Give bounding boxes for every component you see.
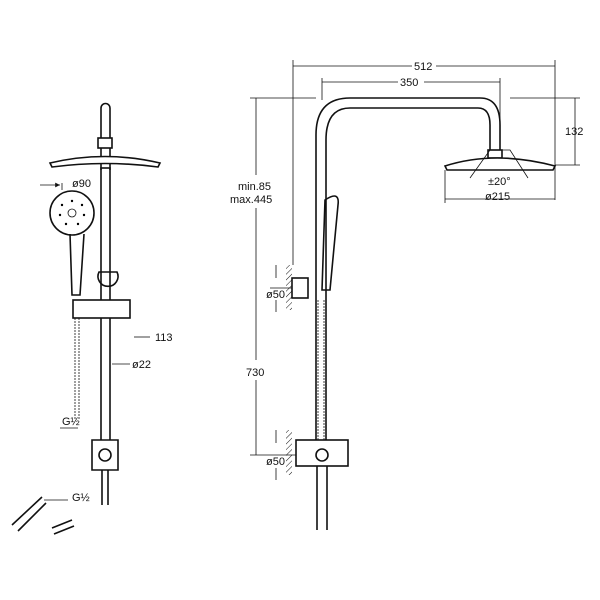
wall-hatch-bottom bbox=[286, 430, 292, 475]
dim-tilt: ±20° bbox=[488, 176, 511, 188]
overhead-arm bbox=[100, 102, 111, 170]
dim-adjust-max: max.445 bbox=[230, 194, 272, 206]
overhead-shower-side bbox=[443, 157, 557, 171]
shower-arm bbox=[315, 97, 501, 440]
dim-adjust-min: min.85 bbox=[238, 181, 271, 193]
dim-arm-reach: 350 bbox=[400, 77, 418, 89]
dim-head-diameter: ø215 bbox=[485, 191, 510, 203]
dim-pipe-diameter: ø22 bbox=[132, 359, 151, 371]
wall-hatch-top bbox=[286, 265, 292, 310]
slider bbox=[72, 299, 131, 319]
dim-bracket-diameter: ø50 bbox=[266, 289, 285, 301]
dim-valve-height: 730 bbox=[246, 367, 264, 379]
dim-offset: 113 bbox=[155, 332, 173, 344]
hose bbox=[74, 318, 80, 420]
inlet-hose-left bbox=[11, 496, 47, 532]
hand-shower-head bbox=[49, 190, 95, 236]
front-view: ø90 113 ø22 G½ G½ bbox=[11, 102, 173, 535]
dim-valve-diameter: ø50 bbox=[266, 456, 285, 468]
wall-bracket bbox=[291, 277, 309, 299]
dim-inlet-thread: G½ bbox=[72, 492, 90, 504]
dim-hose-thread: G½ bbox=[62, 416, 80, 428]
hand-shower-handle bbox=[69, 233, 85, 296]
side-view: 512 350 132 ±20° ø215 min.85 max.445 730… bbox=[230, 58, 583, 530]
dim-total-width: 512 bbox=[414, 61, 432, 73]
overhead-shower-head bbox=[48, 155, 162, 168]
nozzles bbox=[58, 199, 86, 226]
hand-shower-side bbox=[321, 195, 340, 291]
dim-hand-shower-diameter: ø90 bbox=[72, 178, 91, 190]
inlet-hose-right bbox=[51, 519, 75, 535]
dim-head-height: 132 bbox=[565, 126, 583, 138]
